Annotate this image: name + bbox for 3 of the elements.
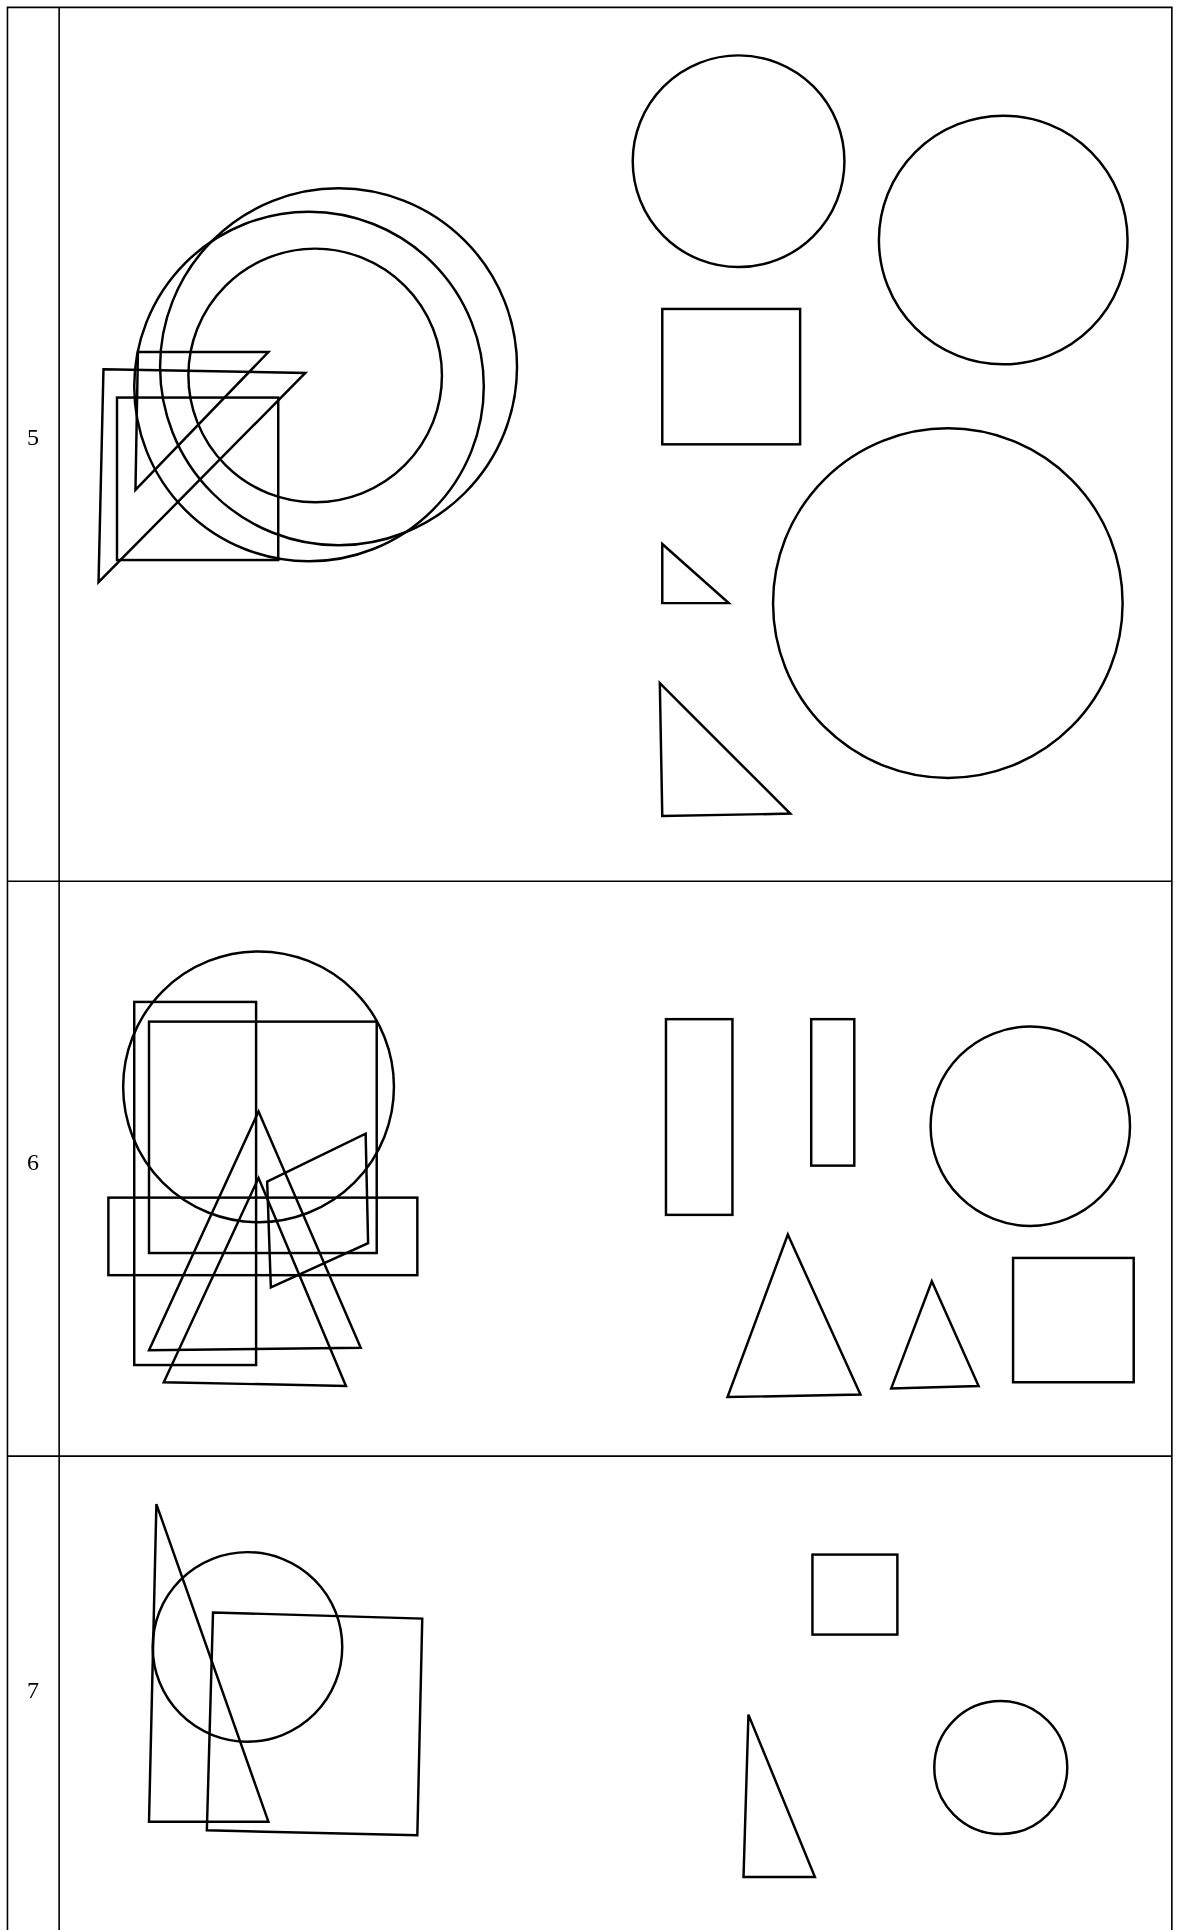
- row-number: 7: [27, 1676, 39, 1704]
- row-number: 6: [27, 1148, 39, 1176]
- row-number: 5: [27, 423, 39, 451]
